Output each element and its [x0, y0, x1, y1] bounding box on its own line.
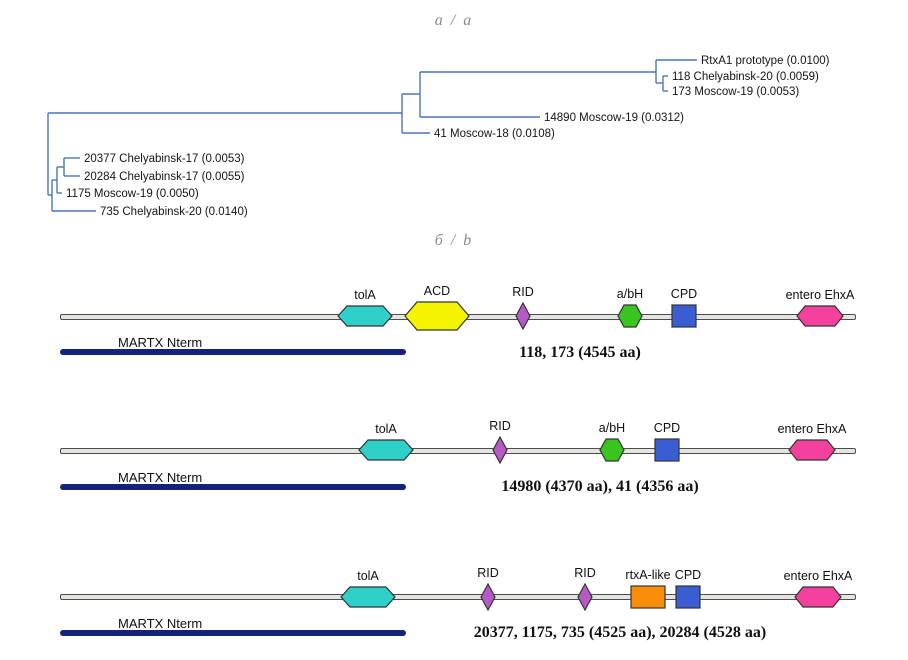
domain-entero-EhxA: entero EhxA: [784, 569, 852, 608]
tree-leaf-label: 20284 Chelyabinsk-17 (0.0055): [84, 171, 245, 183]
martx-row-3: tolA RID RID rtxA-like CPD: [0, 548, 908, 658]
row-caption: 118, 173 (4545 aa): [519, 344, 641, 361]
tree-leaf-label: 735 Chelyabinsk-20 (0.0140): [100, 206, 248, 218]
nterm-label: MARTX Nterm: [118, 470, 203, 485]
rtxa-like-rect-icon: [630, 585, 666, 609]
entero-hexagon-icon: [794, 586, 842, 608]
abh-hexagon-icon: [617, 304, 643, 328]
domain-entero-EhxA: entero EhxA: [786, 288, 854, 327]
rid-diamond-icon: [480, 583, 496, 611]
martx-row-1: tolA ACD RID a/bH CPD: [0, 268, 908, 378]
domain-label: CPD: [653, 421, 681, 435]
nterm-bar: [60, 484, 406, 490]
domain-label: tolA: [375, 422, 397, 436]
row-caption: 14980 (4370 aa), 41 (4356 aa): [501, 478, 699, 495]
domain-tolA: tolA: [358, 422, 414, 461]
domain-CPD: CPD: [675, 568, 701, 609]
phylogenetic-tree: RtxA1 prototype (0.0100) 118 Chelyabinsk…: [47, 55, 830, 218]
domain-RID: RID: [512, 285, 534, 330]
domain-label: tolA: [357, 569, 379, 583]
rid-diamond-icon: [577, 583, 593, 611]
section-b-title: б / b: [434, 232, 474, 249]
domain-label: entero EhxA: [777, 422, 847, 436]
martx-row-2: tolA RID a/bH CPD entero EhxA: [0, 405, 908, 515]
cpd-square-icon: [671, 304, 697, 328]
tree-leaf-label: 1175 Moscow-19 (0.0050): [66, 188, 199, 200]
domain-label: CPD: [670, 287, 698, 301]
acd-hexagon-icon: [404, 301, 470, 331]
entero-hexagon-icon: [788, 439, 836, 461]
domain-abH: a/bH: [617, 287, 643, 328]
tree-leaf-label: 41 Moscow-18 (0.0108): [434, 128, 555, 140]
domain-label: RID: [477, 566, 499, 580]
tolA-hexagon-icon: [358, 439, 414, 461]
tolA-hexagon-icon: [340, 586, 396, 608]
entero-hexagon-icon: [796, 305, 844, 327]
tree-leaf-label: RtxA1 prototype (0.0100): [701, 55, 830, 67]
abh-hexagon-icon: [599, 438, 625, 462]
domain-label: entero EhxA: [785, 288, 855, 302]
nterm-label: MARTX Nterm: [118, 616, 203, 631]
rid-diamond-icon: [492, 436, 508, 464]
domain-rtxA-like: rtxA-like: [625, 568, 671, 609]
tolA-hexagon-icon: [337, 305, 393, 327]
domain-label: entero EhxA: [783, 569, 853, 583]
domain-tolA: tolA: [340, 569, 396, 608]
domain-label: RID: [512, 285, 534, 299]
domain-label: CPD: [674, 568, 702, 582]
domain-label: rtxA-like: [625, 568, 671, 582]
domain-abH: a/bH: [599, 421, 625, 462]
domain-label: RID: [574, 566, 596, 580]
cpd-square-icon: [654, 438, 680, 462]
domain-RID: RID: [489, 419, 511, 464]
domain-label: RID: [489, 419, 511, 433]
protein-backbone: [60, 448, 856, 454]
tree-branches: [47, 59, 697, 212]
domain-label: a/bH: [616, 287, 644, 301]
domain-CPD: CPD: [671, 287, 697, 328]
protein-backbone: [60, 594, 856, 600]
tree-leaf-label: 14890 Moscow-19 (0.0312): [544, 112, 684, 124]
nterm-bar: [60, 630, 406, 636]
domain-RID: RID: [477, 566, 499, 611]
domain-entero-EhxA: entero EhxA: [778, 422, 846, 461]
domain-tolA: tolA: [337, 288, 393, 327]
domain-CPD: CPD: [654, 421, 680, 462]
domain-label: ACD: [423, 284, 451, 298]
cpd-square-icon: [675, 585, 701, 609]
nterm-label: MARTX Nterm: [118, 335, 203, 350]
tree-leaf-label: 173 Moscow-19 (0.0053): [672, 86, 799, 98]
row-caption: 20377, 1175, 735 (4525 aa), 20284 (4528 …: [473, 624, 767, 641]
tree-leaf-label: 118 Chelyabinsk-20 (0.0059): [672, 71, 819, 83]
domain-label: a/bH: [598, 421, 626, 435]
domain-ACD: ACD: [404, 284, 470, 331]
rid-diamond-icon: [515, 302, 531, 330]
domain-RID: RID: [574, 566, 596, 611]
nterm-bar: [60, 349, 406, 355]
tree-leaf-label: 20377 Chelyabinsk-17 (0.0053): [84, 153, 245, 165]
section-a-title: а / a: [434, 12, 474, 29]
domain-label: tolA: [354, 288, 376, 302]
